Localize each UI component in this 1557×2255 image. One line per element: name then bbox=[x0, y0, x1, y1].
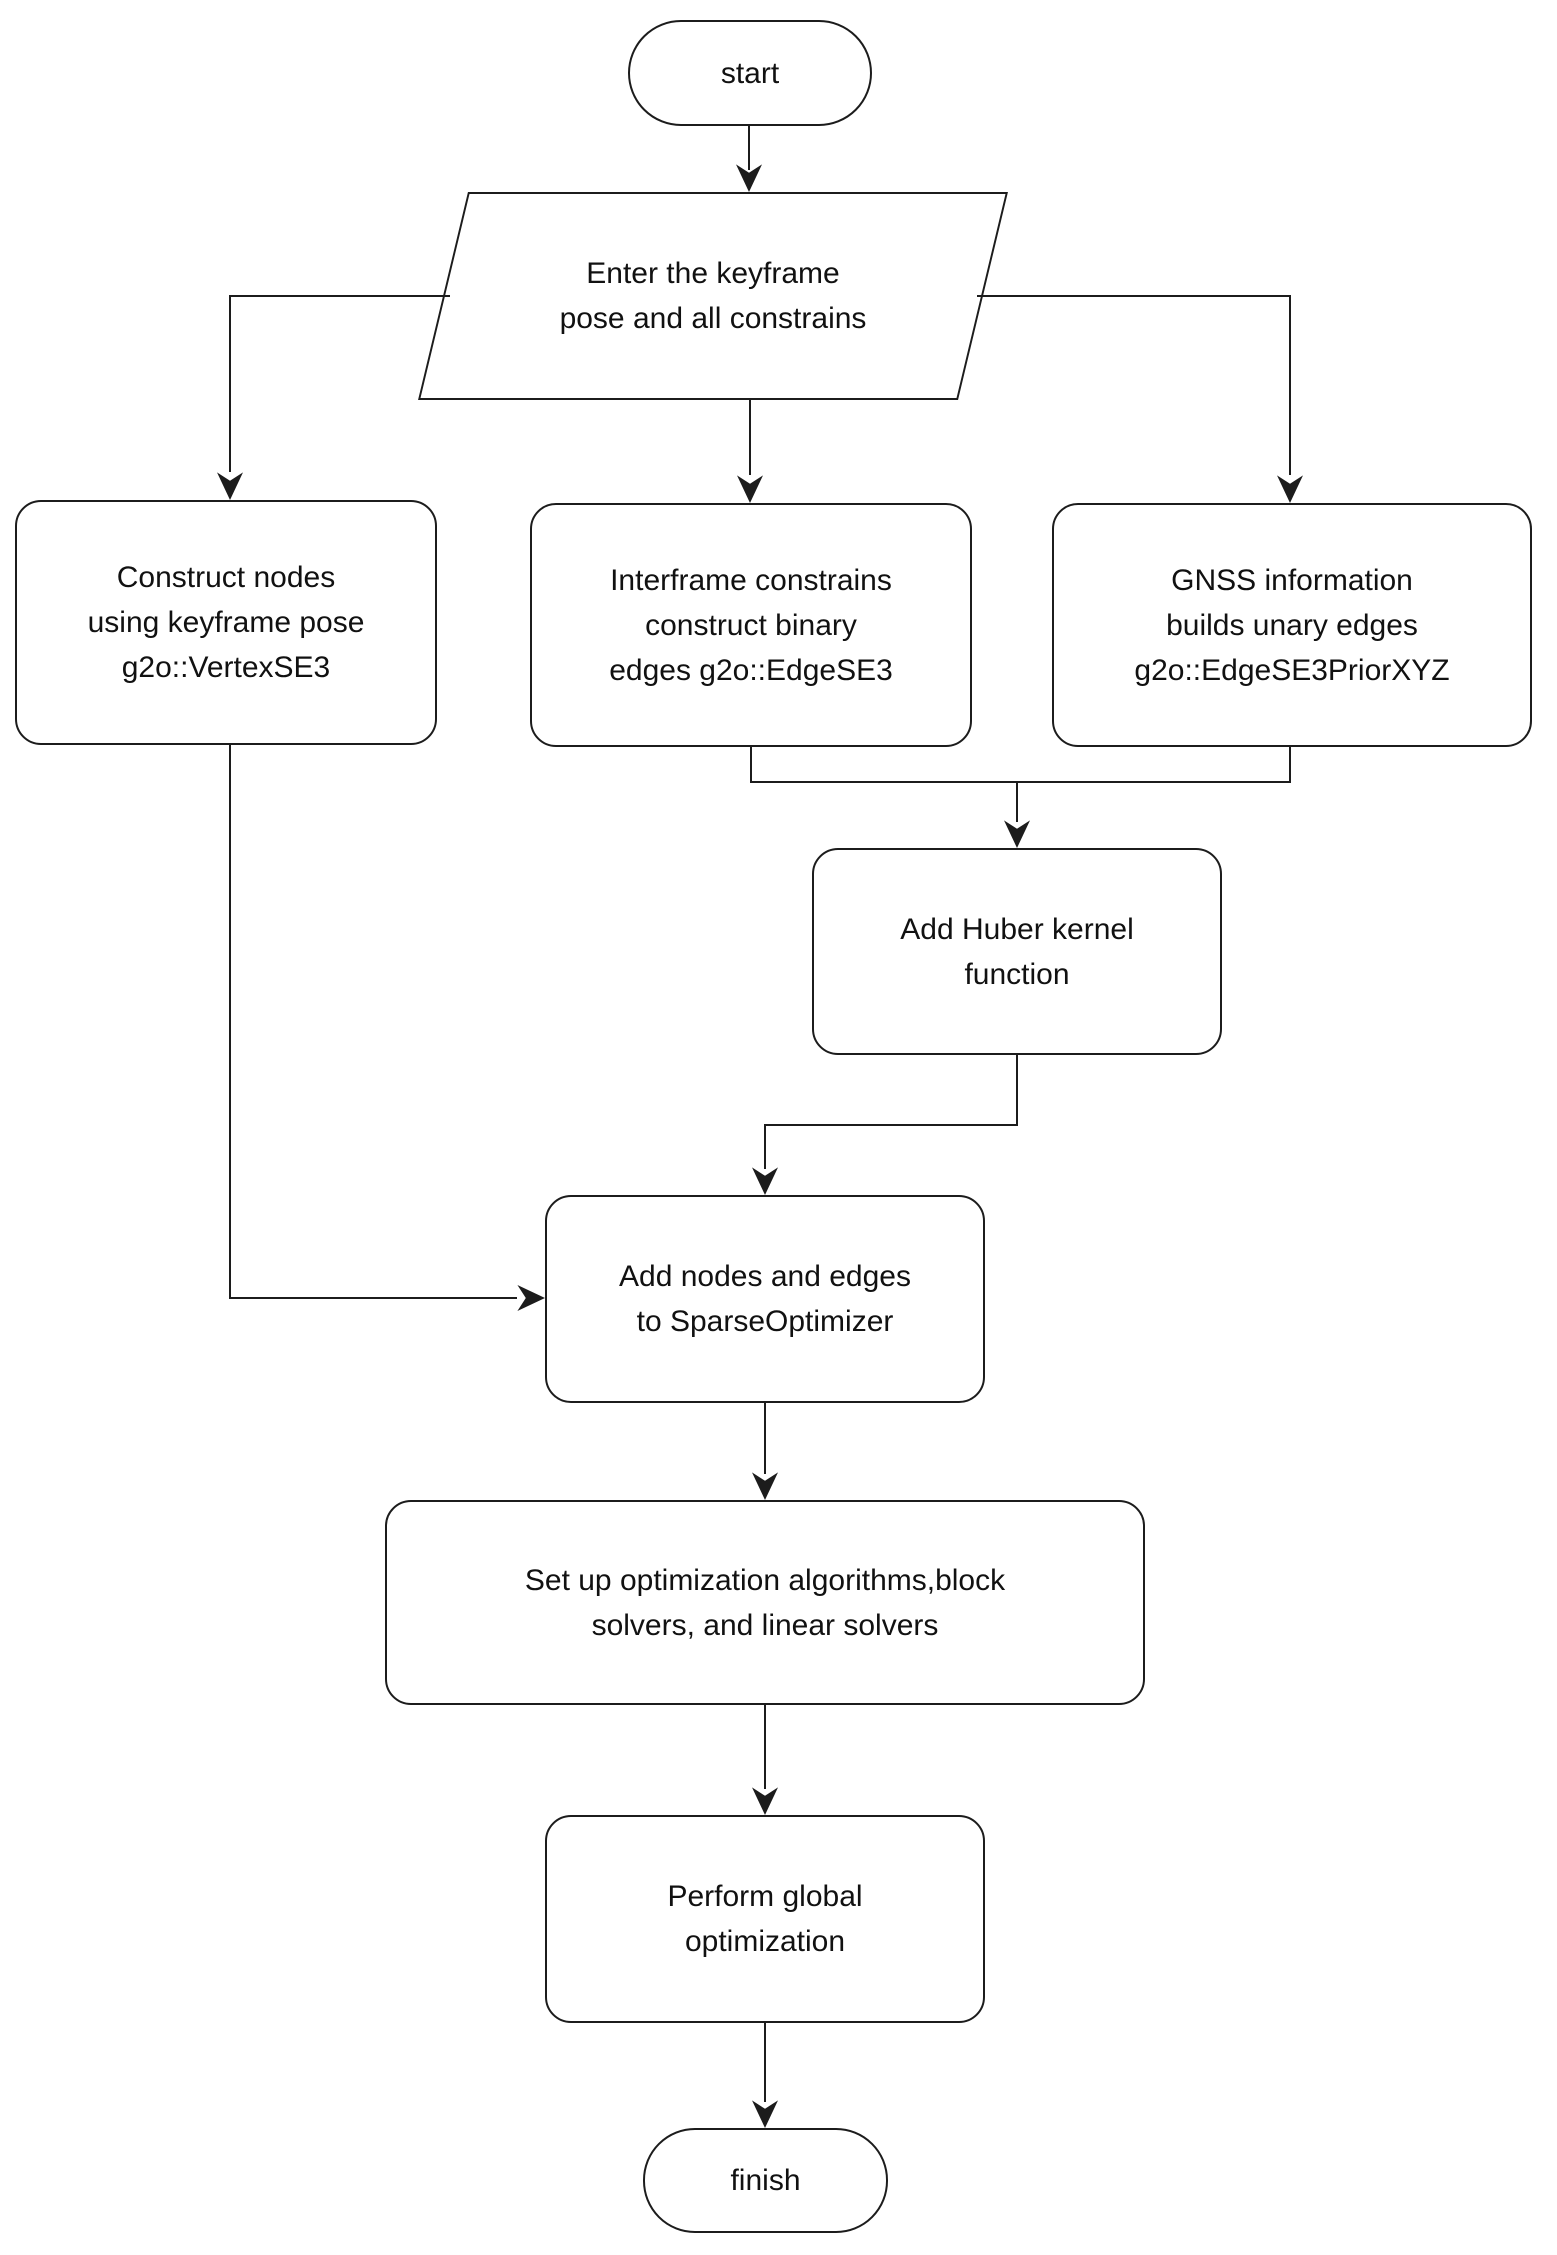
node-start: start bbox=[628, 20, 872, 126]
edge-huber-addopt-arrowhead bbox=[752, 1167, 778, 1195]
edge-construct-join-hline bbox=[229, 1297, 517, 1299]
edge-input-construct-vline bbox=[229, 295, 231, 472]
edge-optimize-finish-line bbox=[764, 2022, 766, 2102]
edge-input-construct-arrowhead bbox=[217, 472, 243, 500]
edge-input-interframe-arrowhead bbox=[737, 475, 763, 503]
node-construct-nodes: Construct nodes using keyframe pose g2o:… bbox=[15, 500, 437, 745]
edge-huber-addopt-vline bbox=[764, 1124, 766, 1169]
edge-interframe-drop bbox=[750, 746, 752, 783]
edge-addopt-setup-line bbox=[764, 1402, 766, 1474]
edge-merge-huber-arrowhead bbox=[1004, 820, 1030, 848]
edge-merge-hline bbox=[750, 781, 1291, 783]
edge-optimize-finish-arrowhead bbox=[752, 2100, 778, 2128]
edge-input-gnss-vline bbox=[1289, 295, 1291, 475]
edge-input-gnss-hline bbox=[977, 295, 1291, 297]
edge-input-construct-hline bbox=[229, 295, 450, 297]
node-huber: Add Huber kernel function bbox=[812, 848, 1222, 1055]
edge-construct-long-vline bbox=[229, 744, 231, 1299]
edge-huber-hline bbox=[764, 1124, 1018, 1126]
edge-construct-join-arrowhead bbox=[517, 1285, 545, 1311]
edge-setup-optimize-line bbox=[764, 1704, 766, 1789]
edge-merge-huber-line bbox=[1016, 781, 1018, 822]
edge-huber-exit-vline bbox=[1016, 1054, 1018, 1126]
node-finish: finish bbox=[643, 2128, 888, 2233]
node-add-to-optimizer: Add nodes and edges to SparseOptimizer bbox=[545, 1195, 985, 1403]
node-interframe: Interframe constrains construct binary e… bbox=[530, 503, 972, 747]
edge-addopt-setup-arrowhead bbox=[752, 1472, 778, 1500]
edge-setup-optimize-arrowhead bbox=[752, 1787, 778, 1815]
node-setup: Set up optimization algorithms,block sol… bbox=[385, 1500, 1145, 1705]
node-gnss: GNSS information builds unary edges g2o:… bbox=[1052, 503, 1532, 747]
edge-start-input-line bbox=[748, 126, 750, 170]
edge-input-gnss-arrowhead bbox=[1277, 475, 1303, 503]
edge-gnss-drop bbox=[1289, 746, 1291, 783]
node-input: Enter the keyframe pose and all constrai… bbox=[559, 257, 867, 335]
node-optimize: Perform global optimization bbox=[545, 1815, 985, 2023]
edge-input-interframe-line bbox=[749, 399, 751, 475]
